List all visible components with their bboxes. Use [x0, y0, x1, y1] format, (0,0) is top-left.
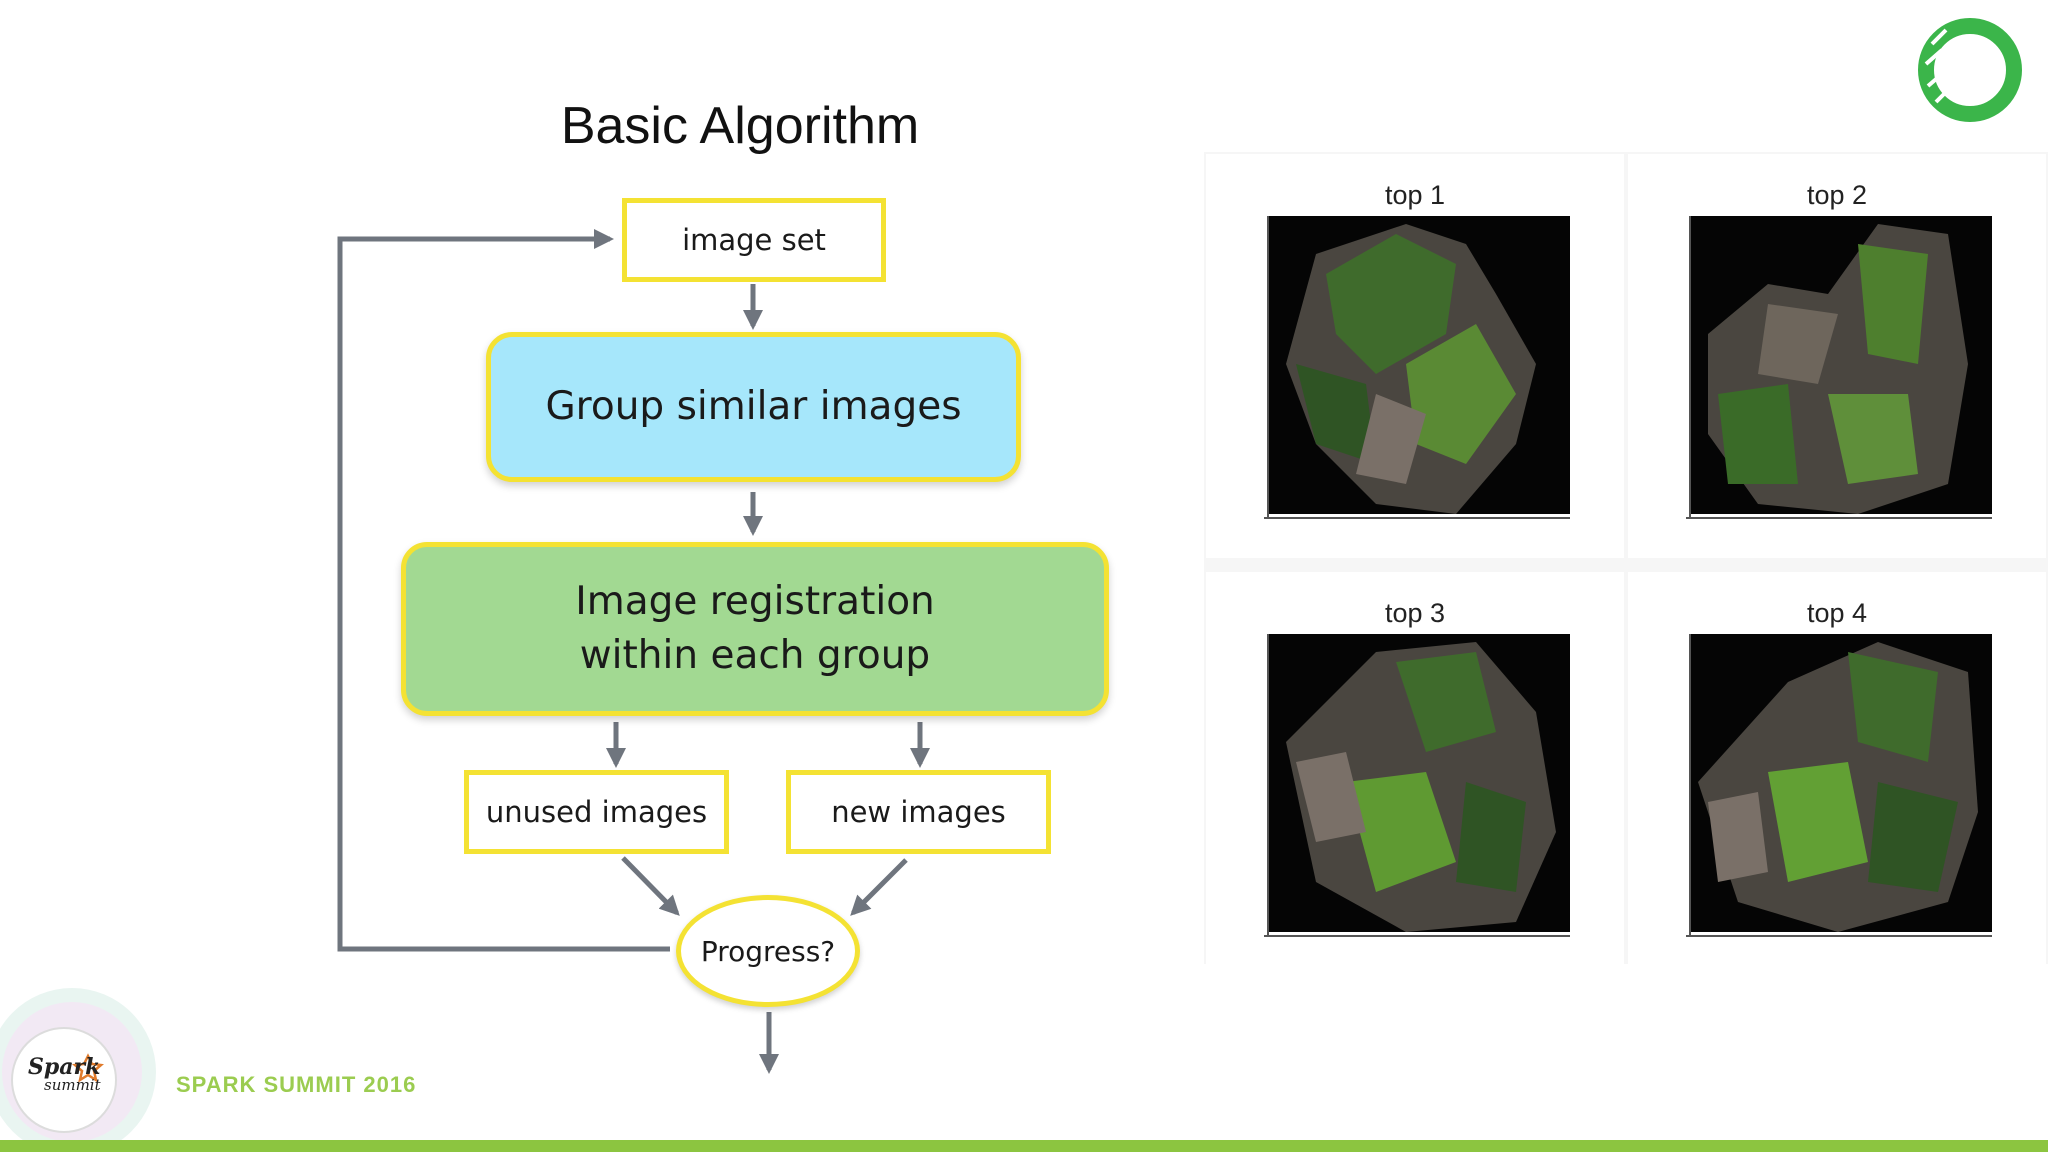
image-registration-label-line2: within each group	[579, 633, 931, 678]
result-label: top 2	[1806, 180, 1868, 210]
result-label: top 3	[1384, 598, 1446, 628]
image-registration-box: Image registration within each group	[401, 542, 1109, 716]
image-set-box: image set	[622, 198, 886, 282]
result-cell-top4: top 4	[1628, 572, 2046, 976]
new-images-label: new images	[831, 795, 1006, 829]
result-cell-top3: top 3	[1206, 572, 1624, 976]
bottom-accent-bar	[0, 1140, 2048, 1152]
progress-label: Progress?	[700, 934, 836, 968]
corner-ring-logo-icon	[1918, 18, 2022, 122]
group-similar-images-label: Group similar images	[545, 384, 962, 429]
spark-summit-logo-text: Spark summit	[28, 1056, 101, 1094]
image-registration-label-line1: Image registration	[575, 579, 935, 624]
result-label: top 1	[1384, 180, 1446, 210]
image-set-label: image set	[682, 223, 826, 257]
slide-title: Basic Algorithm	[560, 97, 920, 155]
arrow-unused-to-progress	[621, 856, 680, 916]
result-label: top 4	[1806, 598, 1868, 628]
mosaic-image-4	[1686, 634, 1992, 937]
unused-images-label: unused images	[485, 795, 708, 829]
results-panel: top 1 top 2 top 3	[1204, 152, 2048, 976]
result-cell-top2: top 2	[1628, 154, 2046, 558]
unused-images-box: unused images	[464, 770, 729, 854]
group-similar-images-box: Group similar images	[486, 332, 1021, 482]
spark-summit-logo-icon	[0, 988, 156, 1146]
new-images-box: new images	[786, 770, 1051, 854]
arrow-feedback-loop	[337, 229, 670, 952]
footer-brand-text: SPARK SUMMIT 2016	[176, 1072, 417, 1097]
spark-logo-word: Spark	[28, 1054, 101, 1080]
mosaic-image-2	[1686, 216, 1992, 519]
mosaic-image-3	[1264, 634, 1570, 937]
arrow-new-to-progress	[850, 858, 908, 916]
progress-decision: Progress?	[676, 895, 860, 1007]
mosaic-image-1	[1264, 216, 1570, 519]
result-cell-top1: top 1	[1206, 154, 1624, 558]
summit-logo-word: summit	[44, 1076, 101, 1094]
